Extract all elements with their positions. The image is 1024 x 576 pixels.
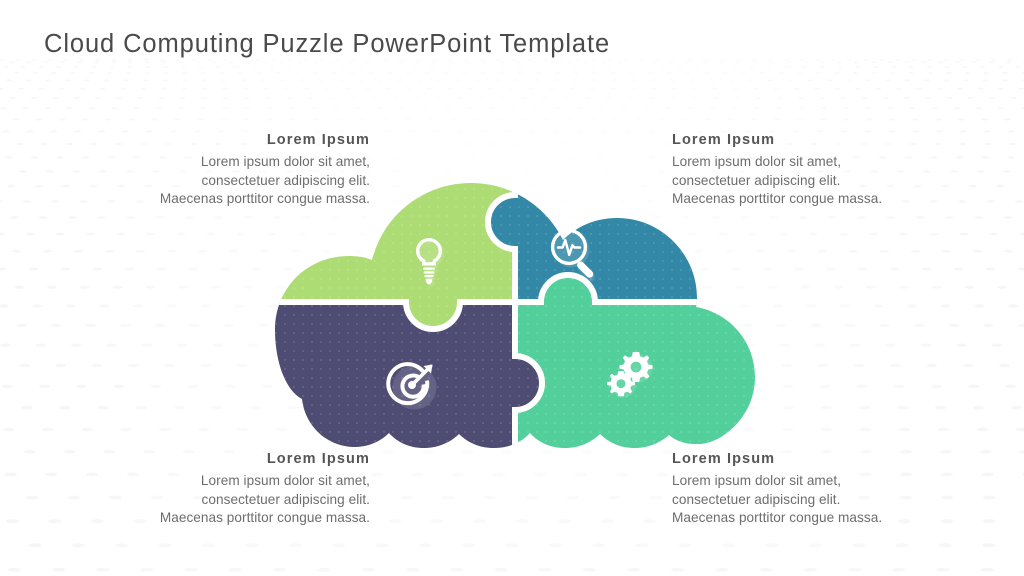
callout-bottom-right: Lorem Ipsum Lorem ipsum dolor sit amet, …	[672, 450, 972, 528]
callout-line-2: consectetuer adipiscing elit.	[672, 491, 841, 507]
callout-line-2: consectetuer adipiscing elit.	[201, 172, 370, 188]
target-arrow-icon	[386, 362, 437, 410]
gears-icon	[607, 352, 653, 398]
callout-line-3: Maecenas porttitor congue massa.	[672, 510, 883, 526]
callout-top-left: Lorem Ipsum Lorem ipsum dolor sit amet, …	[70, 131, 370, 209]
callout-line-1: Lorem ipsum dolor sit amet,	[672, 154, 842, 170]
callout-line-3: Maecenas porttitor congue massa.	[672, 191, 883, 207]
callout-line-3: Maecenas porttitor congue massa.	[159, 191, 370, 207]
callout-line-1: Lorem ipsum dolor sit amet,	[200, 473, 370, 489]
callout-line-2: consectetuer adipiscing elit.	[672, 172, 841, 188]
magnifier-pulse-icon	[550, 228, 595, 282]
callout-heading: Lorem Ipsum	[266, 132, 370, 148]
callout-line-3: Maecenas porttitor congue massa.	[159, 510, 370, 526]
page-title: Cloud Computing Puzzle PowerPoint Templa…	[44, 30, 611, 58]
callout-line-1: Lorem ipsum dolor sit amet,	[672, 473, 842, 489]
cloud-puzzle-diagram	[265, 160, 765, 450]
callout-line-2: consectetuer adipiscing elit.	[201, 491, 370, 507]
callout-heading: Lorem Ipsum	[266, 451, 370, 467]
callout-heading: Lorem Ipsum	[672, 451, 776, 467]
callout-bottom-left: Lorem Ipsum Lorem ipsum dolor sit amet, …	[70, 450, 370, 528]
callout-heading: Lorem Ipsum	[672, 132, 776, 148]
callout-line-1: Lorem ipsum dolor sit amet,	[200, 154, 370, 170]
lightbulb-icon	[416, 238, 445, 287]
callout-top-right: Lorem Ipsum Lorem ipsum dolor sit amet, …	[672, 131, 972, 209]
